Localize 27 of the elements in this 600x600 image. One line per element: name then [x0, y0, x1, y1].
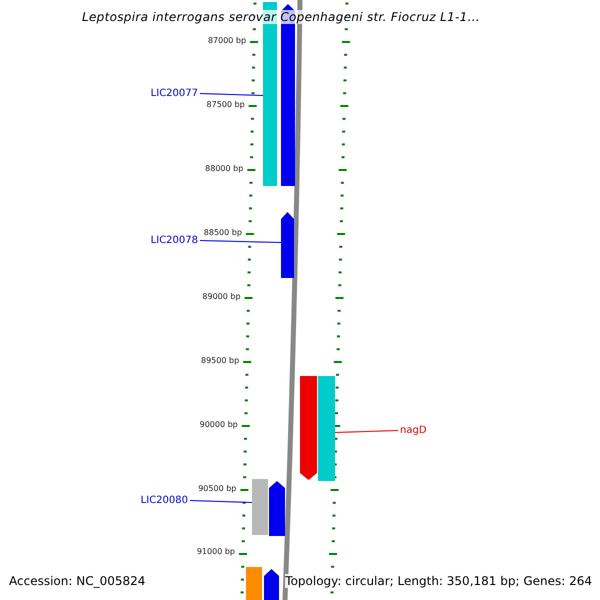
gene-block: [246, 567, 262, 600]
gene-block: [318, 376, 335, 481]
scale-label: 90500 bp: [198, 484, 236, 493]
scale-label: 87500 bp: [206, 100, 245, 109]
scale-label: 89000 bp: [202, 292, 241, 301]
gene-block: [264, 569, 279, 600]
scale-label: 91000 bp: [196, 547, 235, 556]
gene-block: [269, 481, 285, 536]
leader-line: [334, 430, 398, 433]
gene-label: nagD: [400, 425, 427, 436]
scale-label: 88500 bp: [204, 228, 242, 237]
gene-label: LIC20078: [150, 235, 198, 246]
gene-block: [281, 212, 294, 278]
leader-line: [190, 500, 252, 503]
gene-label: LIC20077: [150, 88, 198, 99]
scale-label: 88000 bp: [205, 164, 244, 173]
scale-label: 90000 bp: [200, 420, 238, 429]
summary-text: Topology: circular; Length: 350,181 bp; Genes: 264: [285, 574, 592, 588]
title: Leptospira interrogans serovar Copenhageni str. Fiocruz L1-1...: [82, 10, 480, 24]
leader-line: [200, 93, 264, 96]
gene-block: [300, 376, 317, 480]
leader-line: [200, 240, 282, 243]
scale-label: 87000 bp: [208, 36, 246, 45]
accession-text: Accession: NC_005824: [9, 574, 146, 588]
gene-label: LIC20080: [140, 495, 188, 506]
gene-block: [252, 479, 268, 535]
scale-label: 89500 bp: [201, 356, 240, 365]
